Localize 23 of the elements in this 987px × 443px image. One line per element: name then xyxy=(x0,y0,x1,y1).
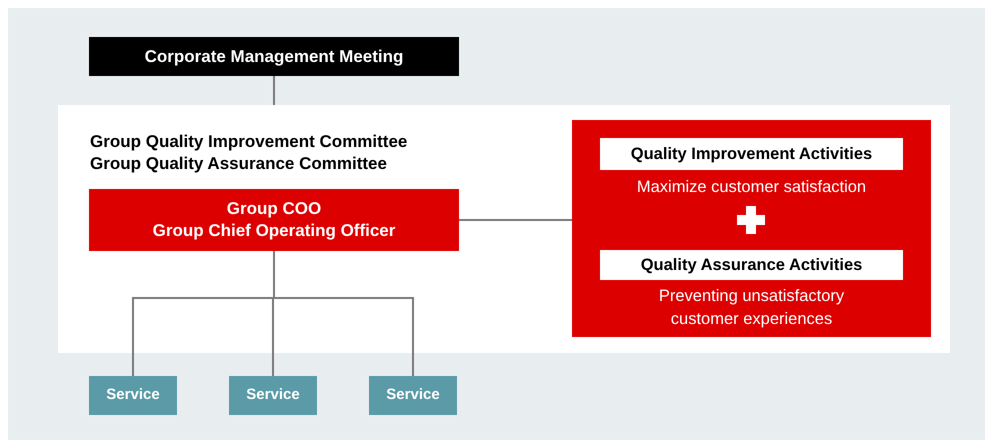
connector-line xyxy=(459,219,572,221)
node-label: Corporate Management Meeting xyxy=(144,46,404,68)
node-label: Service xyxy=(386,385,440,406)
node-label: Quality Improvement Activities xyxy=(630,144,872,165)
meeting-box xyxy=(89,37,459,76)
description-text: Preventing unsatisfactory customer experiences xyxy=(658,286,846,330)
description-text: Maximize customer satisfaction xyxy=(636,177,868,198)
node-label: Service xyxy=(106,385,160,406)
service-box xyxy=(229,376,317,415)
activity-box xyxy=(600,138,903,170)
service-box xyxy=(89,376,177,415)
node-label: Group COO xyxy=(226,198,322,220)
connector-line xyxy=(273,76,275,105)
node-label: Quality Assurance Activities xyxy=(640,254,862,276)
activity-box xyxy=(600,250,903,280)
service-box xyxy=(369,376,457,415)
node-label: Service xyxy=(246,385,300,406)
officer-box xyxy=(89,189,459,251)
node-label: Group Chief Operating Officer xyxy=(152,220,396,242)
committee-name: Group Quality Assurance Committee xyxy=(90,153,387,175)
committee-band xyxy=(58,105,950,353)
committee-name: Group Quality Improvement Committee xyxy=(90,131,408,153)
activities-panel xyxy=(572,120,931,337)
